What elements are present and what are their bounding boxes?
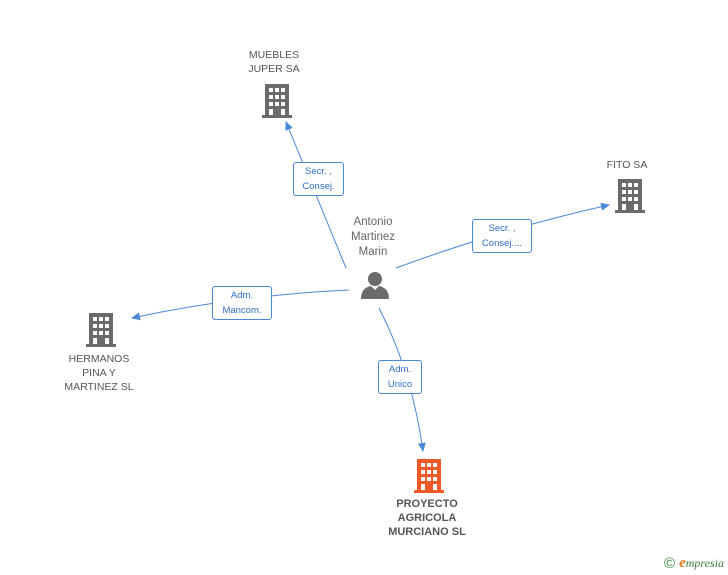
edge-label-proyecto[interactable]: Adm. Unico <box>378 360 422 394</box>
building-icon[interactable] <box>86 313 116 347</box>
edge-label-fito[interactable]: Secr. , Consej.... <box>472 219 532 253</box>
brand-logo-text: mpresia <box>685 555 724 570</box>
brand-footer[interactable]: © e mpresia <box>664 554 724 572</box>
person-label[interactable]: Antonio Martinez Marin <box>350 216 396 258</box>
person-icon[interactable] <box>360 270 390 300</box>
hermanos-label[interactable]: HERMANOS PINA Y MARTINEZ SL <box>64 353 134 393</box>
edge-muebles <box>285 121 347 269</box>
building-icon[interactable] <box>414 459 444 493</box>
edge-label-muebles[interactable]: Secr. , Consej. <box>293 162 344 196</box>
edge-label-hermanos[interactable]: Adm. Mancom. <box>212 286 272 320</box>
proyecto-label[interactable]: PROYECTO AGRICOLA MURCIANO SL <box>388 498 466 538</box>
fito-label[interactable]: FITO SA <box>606 159 648 171</box>
muebles-label[interactable]: MUEBLES JUPER SA <box>248 49 300 75</box>
building-icon[interactable] <box>262 84 292 118</box>
building-icon[interactable] <box>615 179 645 213</box>
copyright-icon: © <box>664 554 676 572</box>
brand-logo-initial: e <box>679 554 686 571</box>
